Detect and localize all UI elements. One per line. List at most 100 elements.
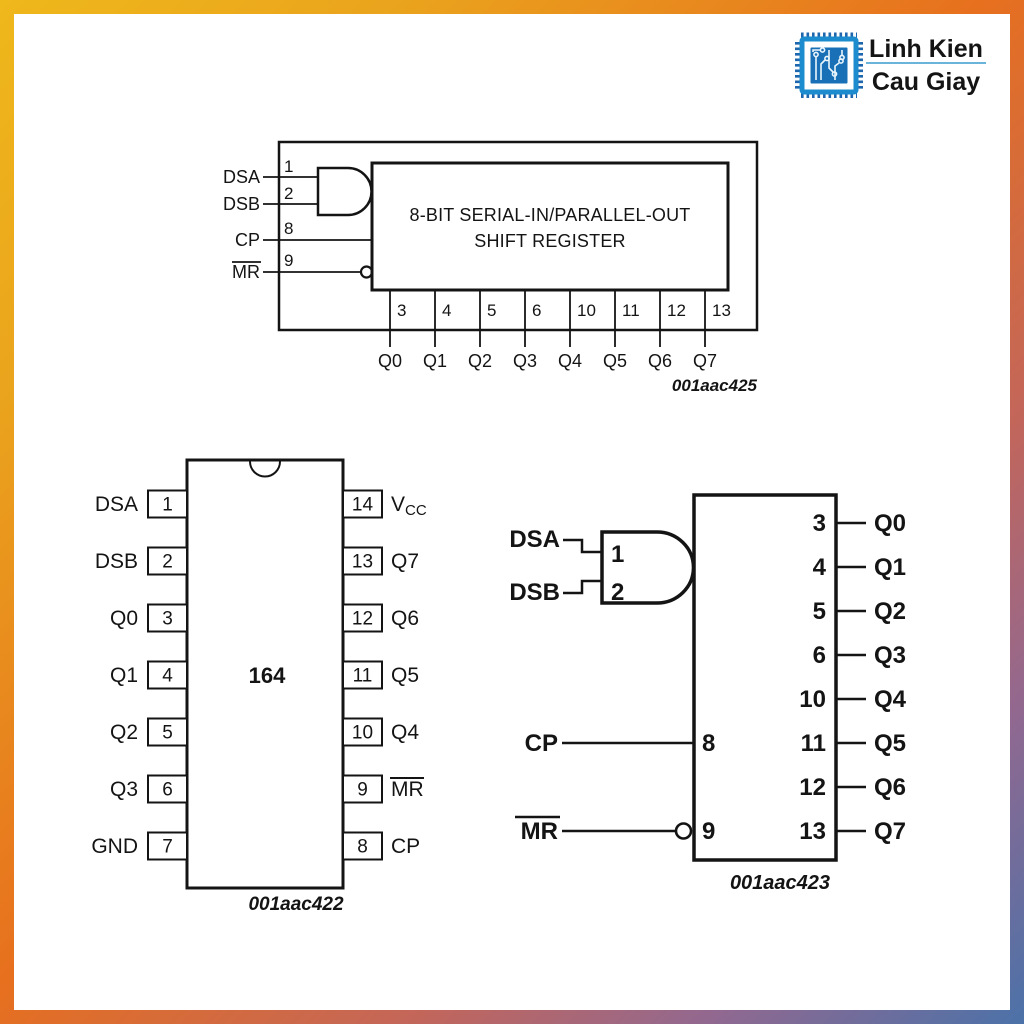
dsa-pin-number: 1	[284, 157, 293, 176]
mr-pin-label: MR	[391, 778, 424, 801]
pin-number: 5	[162, 723, 173, 744]
brand-logo: Linh Kien Cau Giay	[795, 32, 986, 98]
dsb-label: DSB	[223, 194, 260, 214]
dip-body	[185, 458, 345, 890]
pin-number: 9	[357, 780, 368, 801]
output-pin-number: 13	[799, 818, 826, 845]
output-pin-number: 11	[622, 301, 640, 320]
output-label: Q3	[874, 642, 906, 669]
pin-box	[342, 774, 383, 804]
output-pin-number: 12	[667, 301, 686, 320]
mr-inversion-bubble	[359, 265, 374, 279]
pin-label: DSA	[95, 493, 138, 516]
output-pin-number: 13	[712, 301, 731, 320]
mr-inversion-bubble	[674, 822, 693, 840]
pin-label: Q6	[391, 607, 419, 630]
output-label: Q6	[648, 351, 672, 371]
mr-pin-number: 9	[284, 251, 293, 270]
pin-box	[147, 546, 188, 576]
mr-pin-number: 9	[702, 818, 715, 845]
output-label: Q7	[693, 351, 717, 371]
pin-number: 4	[162, 666, 173, 687]
pin-number: 2	[162, 552, 173, 573]
pin-number: 11	[353, 666, 373, 687]
dsb-pin-number: 2	[284, 184, 293, 203]
pin-number: 13	[352, 552, 373, 573]
register-title-line1: 8-BIT SERIAL-IN/PARALLEL-OUT	[409, 205, 690, 225]
output-pin-number: 10	[799, 686, 826, 713]
output-label: Q2	[468, 351, 492, 371]
pin-number: 6	[162, 780, 173, 801]
pin-box	[342, 717, 383, 747]
figure-pin-configuration: 164 1 2 3 4 5 6 7 14 13	[91, 458, 427, 915]
pin-box	[342, 603, 383, 633]
pin-label: Q7	[391, 550, 419, 573]
pin-box	[147, 831, 188, 861]
output-label: Q0	[378, 351, 402, 371]
pin-label: Q4	[391, 721, 419, 744]
output-label: Q1	[423, 351, 447, 371]
dsa-label: DSA	[223, 167, 260, 187]
pin-label: Q2	[110, 721, 138, 744]
output-wires	[836, 521, 866, 833]
pin-number: 3	[162, 609, 173, 630]
output-pin-number: 11	[801, 730, 826, 757]
output-pins: 3 4 5 6 10 11 12 13 Q0 Q1 Q2 Q3 Q4 Q5 Q6…	[378, 290, 731, 371]
dsb-pin-number: 2	[611, 579, 624, 606]
pin-number: 14	[352, 495, 374, 516]
output-label: Q1	[874, 554, 906, 581]
output-label: Q2	[874, 598, 906, 625]
output-label: Q0	[874, 510, 906, 537]
pin-number: 7	[162, 837, 173, 858]
dsb-wire	[563, 579, 602, 595]
cp-label: CP	[235, 230, 260, 250]
dip-left-pin-boxes	[147, 489, 188, 861]
dip-right-pin-boxes	[342, 489, 383, 861]
output-pin-number: 6	[532, 301, 541, 320]
output-pin-number: 3	[813, 510, 826, 537]
pin-box	[342, 660, 383, 690]
output-label: Q7	[874, 818, 906, 845]
output-pin-number: 4	[442, 301, 451, 320]
and-gate-icon	[600, 530, 696, 605]
dsb-label: DSB	[509, 579, 560, 606]
pin-number: 12	[352, 609, 373, 630]
chip-icon	[795, 32, 863, 98]
register-block-box	[370, 161, 730, 292]
pin-number: 10	[352, 723, 373, 744]
dip-notch	[249, 461, 281, 478]
figure-caption: 001aac425	[672, 376, 758, 395]
pin-label: Q5	[391, 664, 419, 687]
cp-label: CP	[525, 730, 558, 757]
output-pin-number: 3	[397, 301, 406, 320]
logic-block-box	[692, 493, 838, 862]
output-pin-number: 6	[813, 642, 826, 669]
pin-box	[147, 489, 188, 519]
pin-box	[147, 717, 188, 747]
figure-logic-symbol: DSA DSB CP MR 1 2 8 9 8-BIT SERIAL-IN/PA…	[223, 140, 759, 395]
mr-label: MR	[521, 818, 558, 845]
logo-title-top: Linh Kien	[869, 35, 983, 63]
logo-title-bottom: Cau Giay	[872, 68, 980, 96]
output-label: Q6	[874, 774, 906, 801]
output-label: Q5	[603, 351, 627, 371]
cp-pin-number: 8	[702, 730, 715, 757]
output-label: Q4	[874, 686, 907, 713]
outer-boundary-box	[277, 140, 759, 332]
register-title-line2: SHIFT REGISTER	[474, 231, 626, 251]
vcc-label: VCC	[391, 493, 427, 519]
figure-caption: 001aac422	[248, 894, 344, 915]
chip-icon-traces	[812, 47, 845, 80]
output-pin-number: 5	[487, 301, 496, 320]
output-pin-number: 4	[813, 554, 827, 581]
and-gate-icon	[316, 166, 373, 217]
dsa-pin-number: 1	[611, 541, 624, 568]
figure-logic-diagram: DSA DSB 1 2 CP 8 MR 9 3 4 5 6 10 11 12 1…	[509, 493, 907, 894]
output-label: Q5	[874, 730, 906, 757]
mr-label: MR	[232, 262, 260, 282]
pin-label: DSB	[95, 550, 138, 573]
pin-box	[147, 660, 188, 690]
dsa-label: DSA	[509, 526, 560, 553]
pin-box	[147, 774, 188, 804]
